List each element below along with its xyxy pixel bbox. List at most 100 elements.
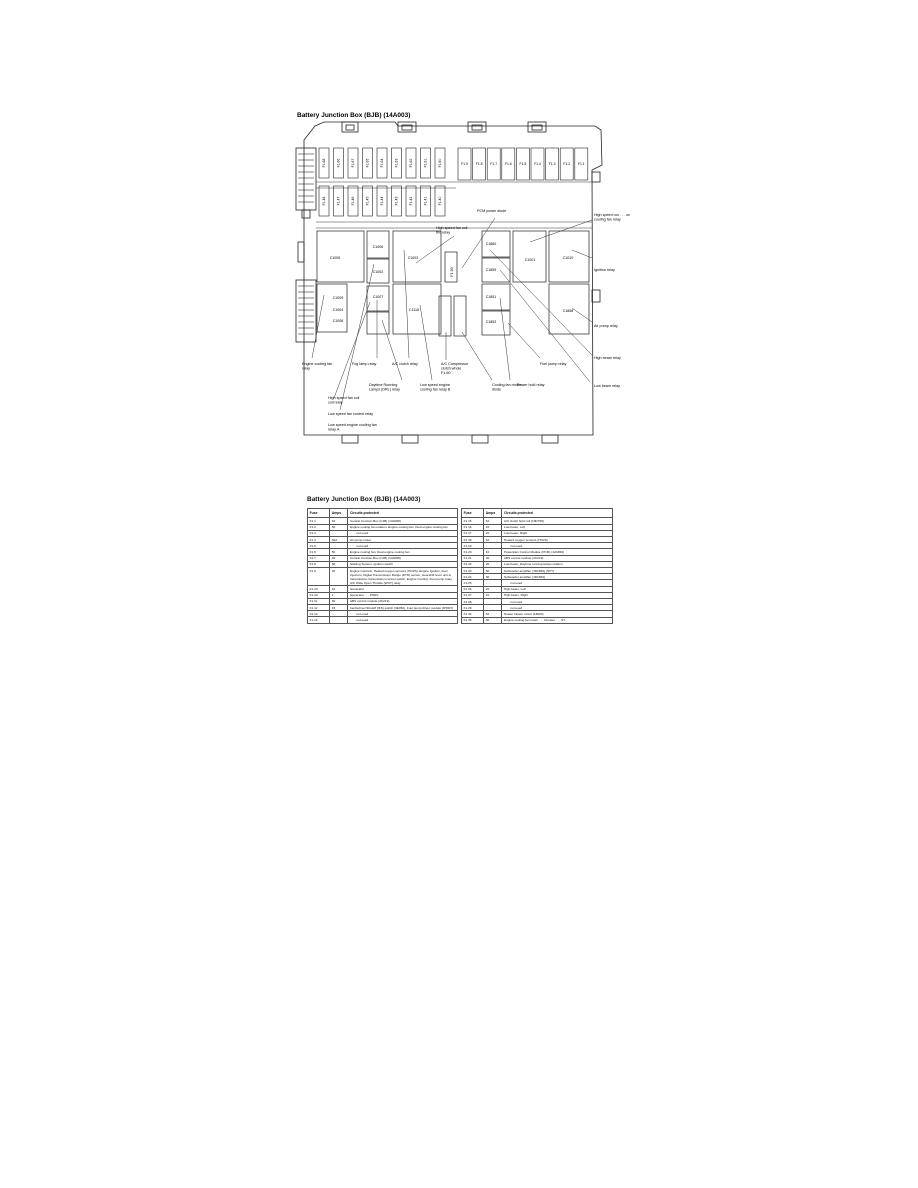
amps-cell: 30 — [329, 560, 349, 569]
bjb-diagram: Battery Junction Box (BJB) (14A003) — [290, 100, 630, 445]
table-title: Battery Junction Box (BJB) (14A003) — [307, 496, 421, 503]
amps-cell: 20 — [329, 567, 349, 587]
fuse-row2-4: F1.44 — [380, 197, 384, 206]
fuse-cell: F1.9 — [306, 567, 331, 587]
fuse-row2-7: F1.41 — [423, 197, 427, 206]
fuse-maxi-1-cell — [472, 147, 486, 181]
fuse-row2-6-cell — [405, 185, 417, 217]
fuse-maxi-7-cell — [559, 147, 574, 181]
relay-c1010: C1010 — [563, 256, 574, 260]
fuse-maxi-2-cell — [486, 147, 501, 181]
callout-low-beam-relay: Low beam relay — [594, 384, 620, 388]
fuse-maxi-2: F1.7 — [490, 162, 497, 166]
fuse-top-3: F1.65 — [365, 159, 369, 168]
divider-lines — [316, 181, 592, 229]
fuse-maxi-8: F1.1 — [578, 162, 585, 166]
fuse-cell: F1.14 — [306, 616, 331, 624]
fuse-row2-3: F1.45 — [365, 197, 369, 206]
fuse-maxi-0-cell — [457, 147, 472, 181]
fuse-top-1: F1.66 — [336, 159, 340, 168]
fuse-row2-8-cell — [434, 185, 446, 217]
fuse-top-0: F1.68 — [322, 159, 326, 168]
fuse-row2-1-cell — [333, 185, 344, 217]
fuse-top-8-cell — [434, 147, 446, 179]
fuse-top-4-cell — [376, 147, 388, 179]
callout-power-hold-relay: Power hold relay — [517, 383, 545, 387]
housing-outline — [295, 121, 603, 444]
fuse-row2-6: F1.42 — [409, 197, 413, 206]
header-amps: Amps — [329, 507, 349, 519]
circuit-cell: Engine cooling fan motor . . . Duratec .… — [501, 616, 613, 624]
fuse-top-2: F1.67 — [351, 159, 355, 168]
fuse-maxi-6-cell — [545, 147, 559, 181]
fuse-row2-2: F1.46 — [351, 197, 355, 206]
relay-c1001: C1001 — [525, 258, 536, 262]
relay-c1853: C1853 — [486, 320, 497, 324]
relay-labels: C1005 C1006 C1002 C1003 C1009 C1004 C100… — [330, 242, 574, 324]
fuse-row2-8: F1.40 — [438, 197, 442, 206]
relay-c1007: C1007 — [373, 295, 384, 299]
fuse-row2-5-cell — [391, 185, 402, 217]
leader-lines — [311, 217, 593, 411]
relay-c1002: C1002 — [373, 270, 384, 274]
diagram-title: Battery Junction Box (BJB) (14A003) — [297, 112, 410, 119]
relay-outlines — [316, 230, 590, 337]
relay-c1860: C1860 — [486, 242, 497, 246]
relay-c1008: C1008 — [333, 319, 344, 323]
fuse-row2-0: F1.48 — [322, 197, 326, 206]
fuse-maxi-0: F1.9 — [461, 162, 468, 166]
callout-low-speed-fan-control: Low speed fan control relay — [328, 412, 373, 416]
fuse-top-4: F1.64 — [380, 159, 384, 168]
fuse-top-2-cell — [347, 147, 359, 179]
relay-c1859: C1859 — [486, 268, 497, 272]
callout-fuel-pump-relay: Fuel pump relay — [540, 362, 567, 366]
fuse-top-6: F1.62 — [409, 159, 413, 168]
fuse-maxi-4: F1.5 — [520, 162, 527, 166]
table-row: F1.14. . .not used — [306, 616, 458, 624]
header-amps: Amps — [483, 507, 503, 519]
relay-c1858: C1858 — [563, 309, 574, 313]
fuse-maxi-5-cell — [530, 147, 545, 181]
fuse-cell: F1.35 — [460, 616, 485, 624]
header-circuits: Circuits protected — [347, 507, 458, 519]
fuse-maxi-5: F1.4 — [534, 162, 541, 166]
fuse-box-drawing: Battery Junction Box (BJB) (14A003) — [295, 112, 630, 444]
relay-c1851: C1851 — [486, 295, 497, 299]
fuse-row2-5: F1.43 — [394, 197, 398, 206]
callout-pcm-power-diode: PCM power diode — [477, 209, 506, 213]
callout-air-pump-relay: Air pump relay — [594, 324, 618, 328]
fuse-top-0-cell — [318, 147, 330, 179]
relay-c1005: C1005 — [330, 256, 341, 260]
fuse-top-7-cell — [420, 147, 431, 179]
fuse-row2-3-cell — [362, 185, 373, 217]
fuse-cells: F1.68F1.48F1.9F1.66F1.47F1.8F1.67F1.46F1… — [318, 147, 589, 217]
amps-cell: 30 — [483, 616, 503, 624]
fuse-top-5-cell — [391, 147, 402, 179]
fuse-top-5: F1.63 — [394, 159, 398, 168]
circuit-cell: Starting System, Ignition switch — [347, 560, 458, 569]
fuse-maxi-1: F1.8 — [476, 162, 483, 166]
fuse-maxi-3: F1.6 — [505, 162, 512, 166]
amps-cell: . . . — [329, 616, 349, 624]
fuse-row2-0-cell — [318, 185, 330, 217]
relay-c1004: C1004 — [333, 308, 344, 312]
fuse-f1-50: F1.50 — [450, 267, 454, 276]
relay-c1009: C1009 — [333, 296, 344, 300]
fuse-row2-4-cell — [376, 185, 388, 217]
